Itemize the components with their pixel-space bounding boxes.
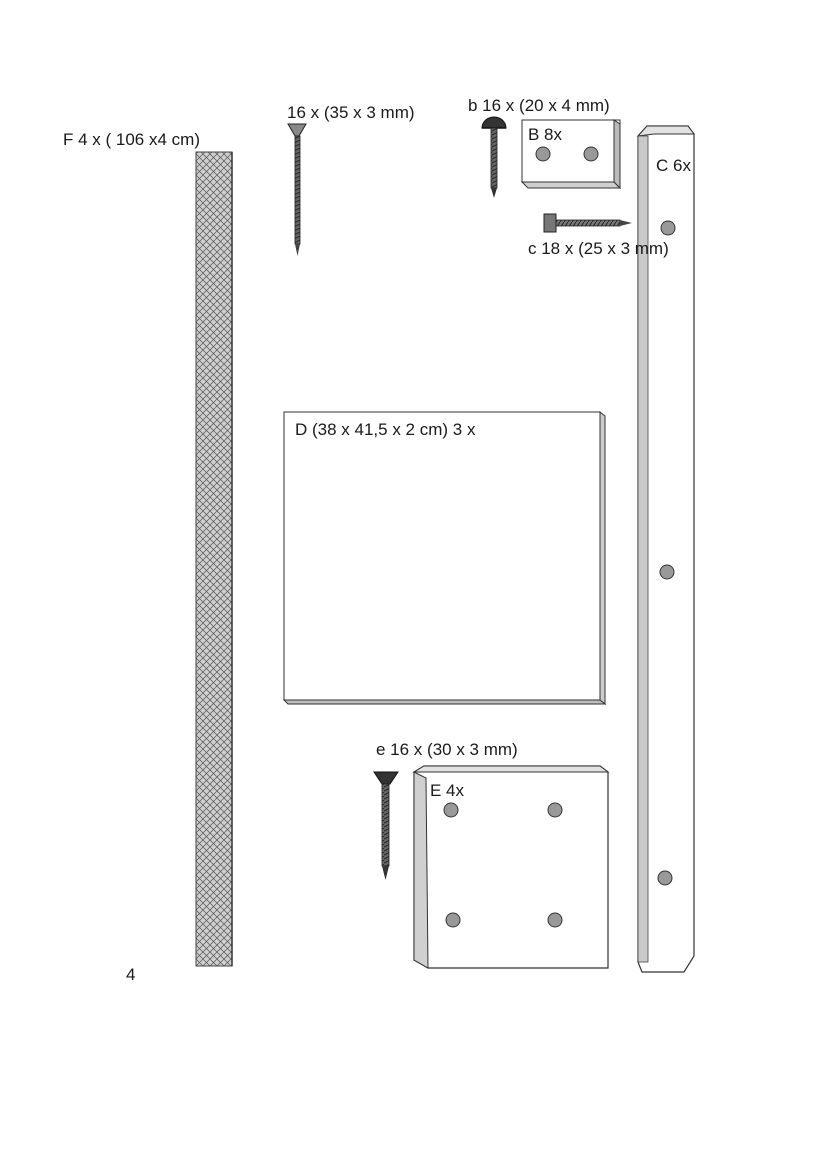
label-e: e 16 x (30 x 3 mm) (376, 740, 518, 759)
screw-a (287, 123, 307, 256)
page-number: 4 (126, 965, 136, 984)
post-C (636, 125, 695, 973)
panel-D (282, 410, 607, 706)
label-c: c 18 x (25 x 3 mm) (528, 239, 669, 258)
label-E: E 4x (430, 781, 465, 800)
screw-b (481, 116, 507, 198)
rail-F (195, 151, 233, 967)
label-C: C 6x (656, 156, 691, 175)
label-a: 16 x (35 x 3 mm) (287, 103, 415, 122)
label-F: F 4 x ( 106 x4 cm) (63, 130, 200, 149)
block-B (520, 119, 622, 190)
label-D: D (38 x 41,5 x 2 cm) 3 x (295, 420, 476, 439)
block-E (412, 765, 610, 969)
label-b: b 16 x (20 x 4 mm) (468, 96, 610, 115)
label-B: B 8x (528, 125, 563, 144)
screw-e (373, 771, 399, 880)
screw-c (543, 213, 632, 233)
